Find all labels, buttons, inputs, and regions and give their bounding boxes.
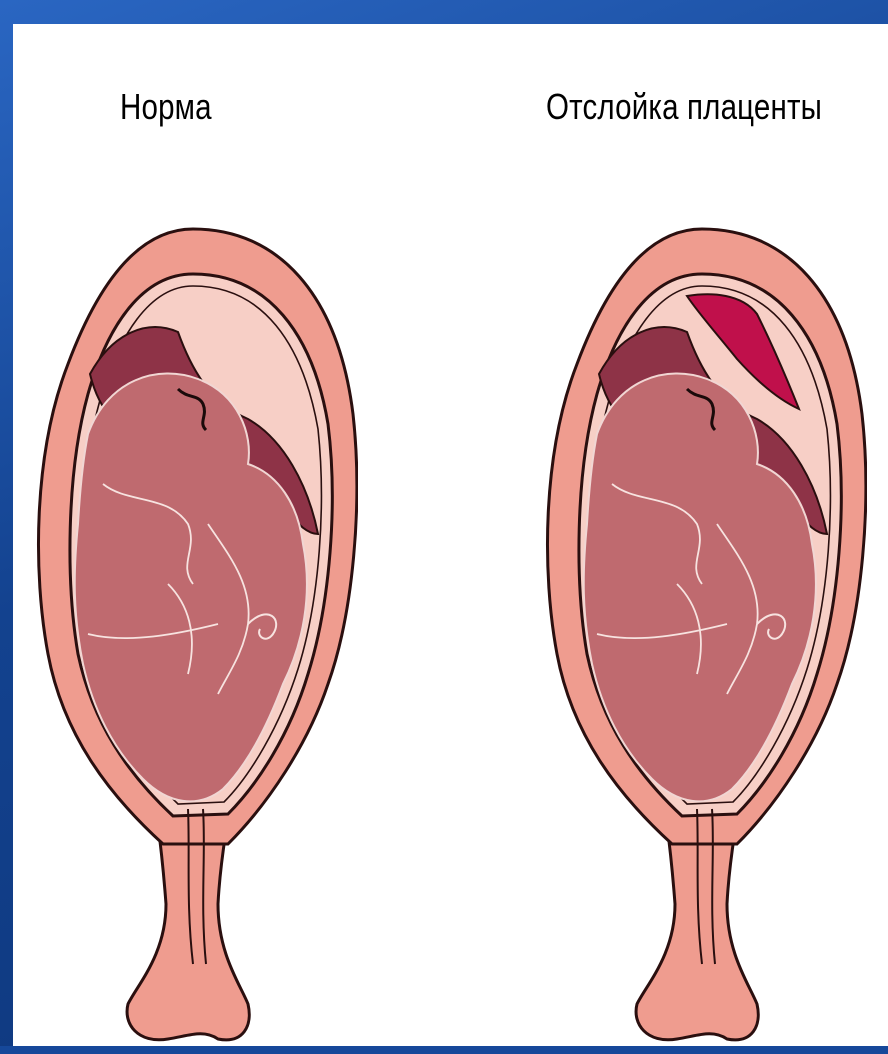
caption-normal: Норма (120, 86, 212, 128)
caption-placental-abruption: Отслойка плаценты (546, 86, 822, 128)
uterus-body (38, 229, 356, 1040)
slide-canvas: Норма Отслойка плаценты (13, 24, 888, 1046)
uterus-body (547, 229, 865, 1040)
uterus-placental-abruption-illustration (537, 204, 867, 1054)
uterus-normal-illustration (28, 204, 358, 1054)
